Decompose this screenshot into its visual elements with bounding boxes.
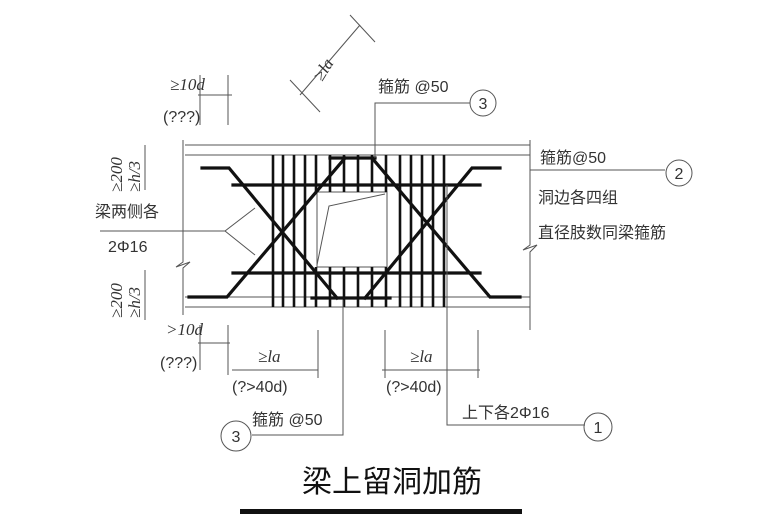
- h-top-label-2: ≥h/3: [125, 161, 144, 192]
- marker-3-bottom: 3: [220, 420, 252, 452]
- reinforcing-bars: [187, 155, 522, 301]
- side-bars-count: 2Φ16: [108, 239, 148, 256]
- la-left-label: ≥la: [258, 347, 281, 366]
- callout-1-text: 上下各2Φ16: [462, 404, 550, 422]
- marker-1: 1: [583, 412, 613, 442]
- la-right-label: ≥la: [410, 347, 433, 366]
- callout-3-top-text: 箍筋 @50: [378, 78, 449, 96]
- anchor-top-label: ≥10d: [170, 75, 205, 94]
- marker-1-label: 1: [594, 420, 603, 437]
- marker-3-top-label: 3: [479, 96, 488, 113]
- callout-3-bottom-text: 箍筋 @50: [252, 411, 323, 429]
- marker-2: 2: [665, 159, 693, 187]
- title-underline: [240, 509, 522, 514]
- anchor-top-note: (???): [163, 109, 200, 126]
- marker-3-top: 3: [469, 89, 497, 117]
- la-left-note: (?>40d): [232, 379, 288, 396]
- dimension-lines: [144, 14, 480, 378]
- marker-3-bottom-label: 3: [232, 429, 241, 446]
- h-top-label: ≥200: [107, 157, 126, 192]
- callout-2-text-3: 直径肢数同梁箍筋: [538, 224, 666, 242]
- drawing-title: 梁上留洞加筋: [302, 465, 482, 500]
- h-bottom-label-2: ≥h/3: [125, 287, 144, 318]
- anchor-bottom-label: >10d: [166, 320, 203, 339]
- marker-2-label: 2: [675, 166, 684, 183]
- side-bars-leader-branch: [224, 230, 256, 256]
- beam-hole: [316, 191, 388, 268]
- h-bottom-label: ≥200: [107, 283, 126, 318]
- side-bars-label: 梁两侧各: [95, 203, 159, 221]
- la-right-note: (?>40d): [386, 379, 442, 396]
- anchor-bottom-note: (???): [160, 355, 197, 372]
- callout-leaders: [252, 102, 665, 436]
- callout-2-text-2: 洞边各四组: [538, 189, 618, 207]
- callout-2-text-1: 箍筋@50: [540, 149, 606, 167]
